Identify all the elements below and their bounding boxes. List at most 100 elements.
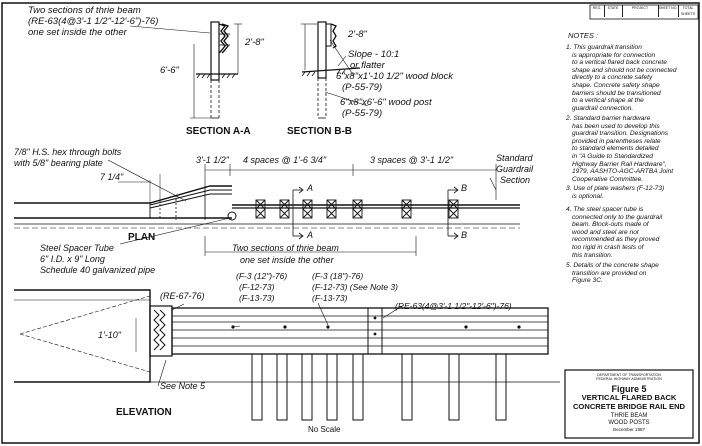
section-bb-block-line1: 6"x8"x1'-10 1/2" wood block	[336, 71, 454, 82]
note-3-line: 3. Use of plate washers (F-12-73)	[566, 185, 665, 192]
elev-ref-f3-12: (F-3 (12")-76)	[236, 271, 288, 281]
elev-ref-f3-18: (F-3 (18")-76)	[312, 271, 364, 281]
plan-cut-b-top: B	[461, 183, 468, 193]
note-1-line: is appropriate for connection	[572, 51, 656, 59]
note-5-line: transition are provided on	[572, 269, 647, 277]
header-cell-sheet-no: SHEET NO.	[658, 5, 679, 17]
header-cell-reg: REG.	[590, 5, 605, 17]
elev-ref-re63: (RE-63(4@3'-1 1/2"-12'-6")-76)	[395, 301, 512, 311]
elevation-drawing	[14, 289, 560, 421]
section-aa-callout-line2: (RE-63(4@3'-1 1/2"-12'-6")-76)	[28, 16, 159, 27]
plan-drawing	[14, 159, 520, 256]
plan-spacer-line3: Schedule 40 galvanized pipe	[40, 265, 156, 275]
plan-standard-line2: Guardrail	[496, 164, 534, 174]
note-1-line: shape and should not be connected	[572, 66, 677, 74]
note-1-line: guardrail connection.	[572, 104, 634, 112]
note-2-line: guardrail transition. Designations	[572, 130, 669, 138]
note-1-line: 1. This guardrail transition	[566, 44, 642, 51]
note-4-line: this transition.	[572, 251, 613, 259]
note-4-line: wood and steel are not	[572, 228, 639, 236]
plan-dim-first: 3'-1 1/2"	[196, 155, 229, 165]
plan-spacer-line2: 6" I.D. x 9" Long	[40, 254, 105, 264]
note-2-line: has been used to develop this	[572, 122, 660, 130]
plan-title: PLAN	[128, 232, 156, 243]
title-agency-line2: FEDERAL HIGHWAY ADMINISTRATION	[596, 377, 662, 381]
note-2-line: to standard elements detailed	[572, 145, 659, 153]
plan-two-sections-line2: one set inside the other	[240, 255, 334, 265]
note-2-line: in "A Guide to Standardized	[572, 153, 653, 160]
title-figure: Figure 5	[611, 384, 647, 394]
title-date: December 1987	[612, 427, 646, 432]
plan-dim-offset: 7 1/4"	[100, 172, 124, 182]
note-5-line: 5. Details of the concrete shape	[566, 262, 659, 269]
note-1-line: shape. Concrete safety shape	[572, 82, 660, 89]
elev-scale: No Scale	[308, 425, 341, 434]
elev-title: ELEVATION	[116, 407, 172, 418]
section-bb-drawing	[301, 21, 369, 119]
title-line4: WOOD POSTS	[608, 420, 650, 426]
title-block: DEPARTMENT OF TRANSPORTATION FEDERAL HIG…	[565, 370, 693, 438]
elev-ref-re67: (RE-67-76)	[160, 291, 205, 301]
plan-dim-three: 3 spaces @ 3'-1 1/2"	[370, 155, 454, 165]
note-4-line: recommended as they proved	[572, 236, 660, 244]
note-4-line: too rigid in crash tests of	[572, 244, 644, 251]
note-2-line: Highway Barrier Rail Hardware",	[572, 160, 667, 168]
header-cell-project: PROJECT	[622, 5, 659, 17]
title-line1: VERTICAL FLARED BACK	[581, 393, 677, 402]
section-bb-slope-line2: or flatter	[350, 60, 385, 71]
title-block-frame	[564, 369, 694, 439]
plan-cut-a-top: A	[307, 183, 314, 193]
elev-ref-f12-73b: (F-12-73) (See Note 3)	[312, 282, 398, 292]
note-1-line: barriers should be transitioned	[572, 89, 661, 97]
title-line2: CONCRETE BRIDGE RAIL END	[572, 401, 686, 411]
section-bb-slope-line1: Slope - 10:1	[348, 49, 400, 60]
note-2-line: provided in parentheses relate	[572, 137, 661, 145]
note-5-line: Figure 3C.	[572, 277, 603, 285]
section-aa-dim-post: 6'-6"	[160, 65, 179, 76]
plan-cut-a-bottom: A	[307, 230, 314, 240]
section-bb-block-line2: (P-55-79)	[342, 82, 383, 93]
elev-ref-f13-73a: (F-13-73)	[239, 293, 275, 303]
title-line3: THRIE BEAM	[610, 413, 648, 419]
section-bb-post-line1: 6"x8"x6'-6" wood post	[340, 97, 432, 108]
plan-cut-b-bottom: B	[461, 230, 468, 240]
plan-standard-line3: Section	[500, 175, 531, 185]
note-2-line: Cooperative Committee.	[572, 175, 644, 183]
section-aa-callout-line1: Two sections of thrie beam	[28, 5, 141, 16]
note-4-line: 4. The steel spacer tube is	[566, 206, 644, 213]
header-table-frame	[589, 4, 699, 20]
plan-two-sections-line1: Two sections of thrie beam	[232, 243, 339, 253]
header-cell-state: STATE	[604, 5, 623, 17]
plan-dim-four: 4 spaces @ 1'-6 3/4"	[243, 155, 327, 165]
elev-dim-height: 1'-10"	[98, 330, 121, 340]
section-aa-dim-height: 2'-8"	[245, 37, 264, 48]
header-cell-total-sheets: TOTAL SHEETS	[680, 6, 695, 16]
plan-bolts-line2: with 5/8" bearing plate	[14, 158, 103, 168]
note-2-line: 2. Standard barrier hardware	[566, 115, 651, 122]
section-aa-title: SECTION A-A	[186, 126, 251, 137]
note-3-line: is optional.	[572, 192, 604, 200]
note-4-line: connected only to the guardrail	[572, 213, 663, 221]
plan-bolts-line1: 7/8" H.S. hex through bolts	[14, 147, 122, 157]
section-bb-post-line2: (P-55-79)	[342, 108, 383, 119]
header-table: REG. STATE PROJECT SHEET NO. TOTAL SHEET…	[590, 5, 698, 19]
elev-see-note: See Note 5	[160, 381, 206, 391]
section-aa-callout-line3: one set inside the other	[28, 27, 127, 38]
elev-ref-f13-73b: (F-13-73)	[312, 293, 348, 303]
plan-standard-line1: Standard	[496, 153, 533, 163]
section-bb-title: SECTION B-B	[287, 126, 352, 137]
note-1-line: to a vertical flared back concrete	[572, 59, 667, 67]
note-1-line: directly to a concrete safety	[572, 74, 653, 82]
elev-ref-f12-73a: (F-12-73)	[239, 282, 275, 292]
note-4-line: beam. Block-outs made of	[572, 221, 649, 229]
note-1-line: to a vertical shape at the	[572, 97, 644, 105]
note-2-line: 1979, AASHTO-AGC-ARTBA Joint	[572, 168, 674, 176]
section-bb-dim-height: 2'-8"	[348, 29, 367, 40]
section-aa-drawing	[129, 21, 242, 119]
notes-heading: NOTES :	[568, 31, 599, 40]
plan-spacer-line1: Steel Spacer Tube	[40, 243, 114, 253]
title-agency-line1: DEPARTMENT OF TRANSPORTATION	[597, 373, 661, 377]
